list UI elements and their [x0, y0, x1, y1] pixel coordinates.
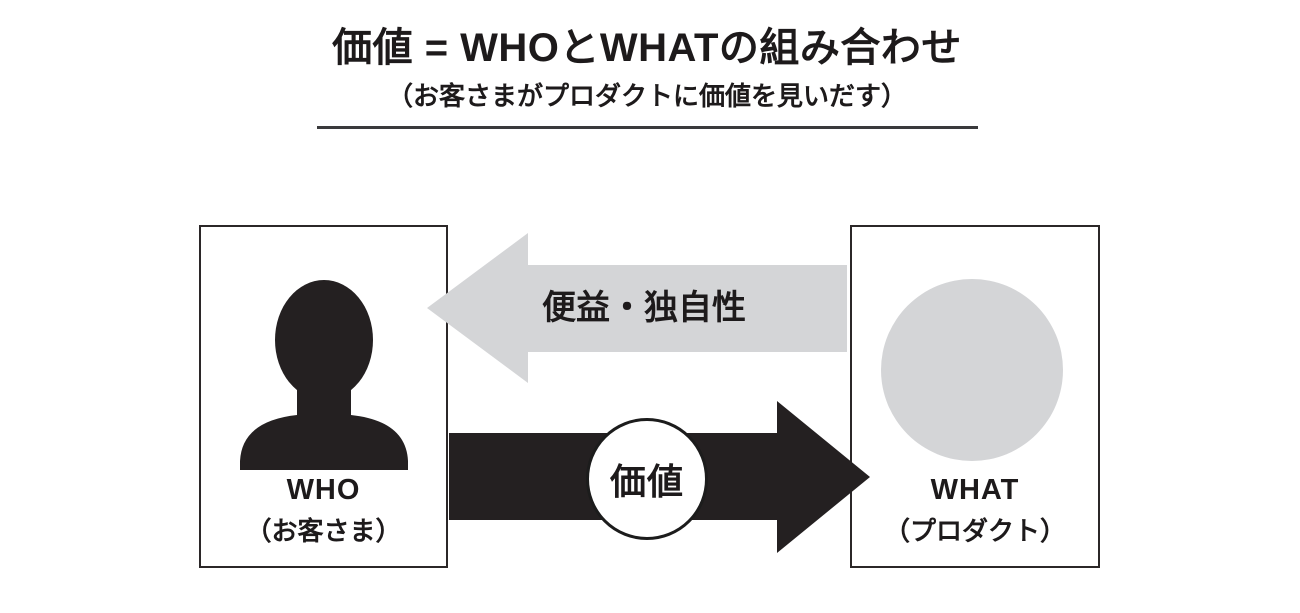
- what-label: WHAT: [930, 474, 1020, 506]
- who-box: WHO （お客さま）: [199, 225, 448, 568]
- product-circle-icon: [881, 279, 1063, 461]
- person-silhouette-icon: [240, 280, 408, 470]
- what-box: WHAT （プロダクト）: [850, 225, 1100, 568]
- diagram-title: 価値 = WHOとWHATの組み合わせ: [332, 26, 962, 70]
- who-sublabel: （お客さま）: [245, 516, 402, 546]
- value-label: 価値: [609, 461, 684, 502]
- benefit-arrow-label: 便益・独自性: [542, 289, 746, 327]
- who-label: WHO: [286, 474, 361, 506]
- what-sublabel: （プロダクト）: [883, 516, 1066, 546]
- value-circle: 価値: [586, 418, 708, 540]
- benefit-arrow: [427, 233, 847, 383]
- diagram-subtitle: （お客さまがプロダクトに価値を見いだす）: [386, 81, 907, 111]
- title-underline: [317, 126, 978, 129]
